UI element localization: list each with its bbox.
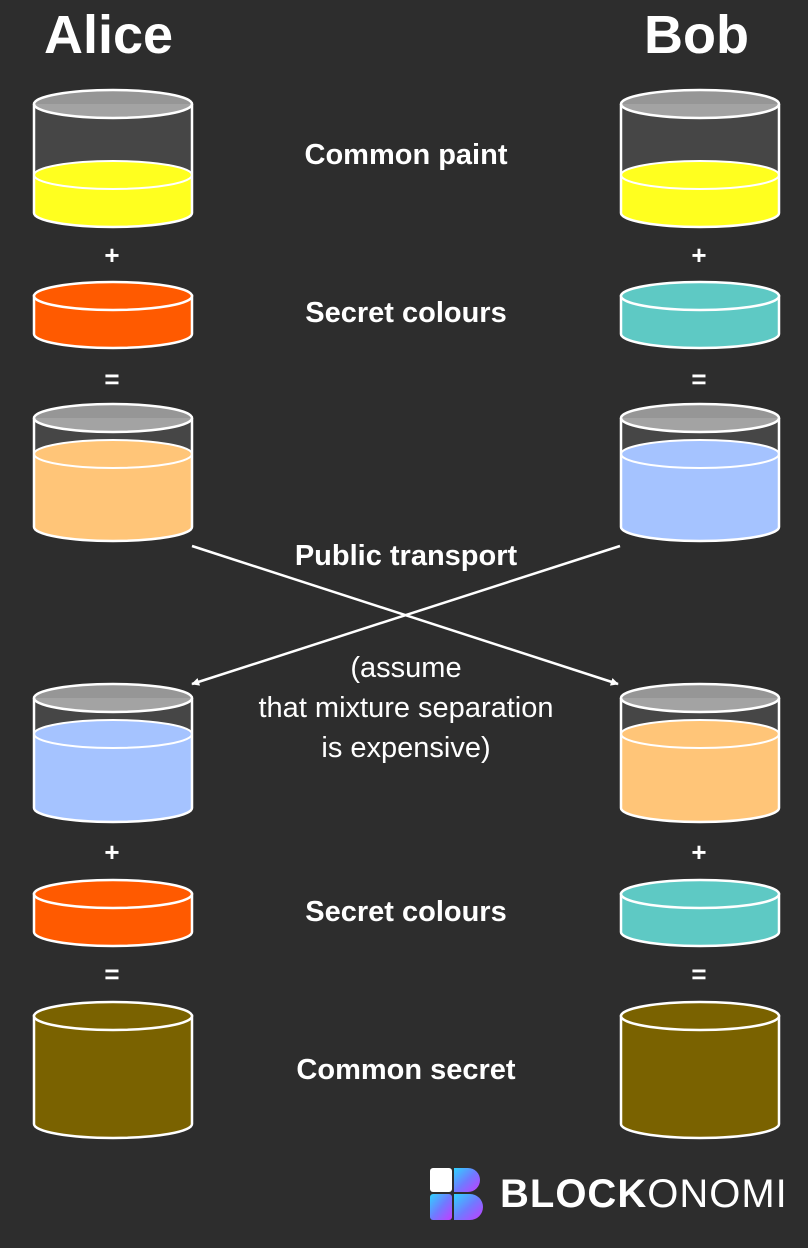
label-common-secret: Common secret	[296, 1054, 516, 1086]
label-public-transport: Public transport	[294, 540, 518, 572]
alice-common-paint-beaker	[32, 88, 194, 229]
arrow-bob-to-alice	[191, 544, 621, 686]
alice-received-mixture-beaker	[32, 682, 194, 824]
bob-equals-2: =	[691, 959, 707, 989]
alice-equals-1: =	[104, 364, 120, 394]
wordmark-onomi: ONOMI	[647, 1172, 788, 1216]
bob-equals-1: =	[691, 364, 707, 394]
wordmark-block: BLOCK	[500, 1172, 648, 1216]
bob-plus-2: +	[691, 837, 707, 867]
alice-plus-2: +	[104, 837, 120, 867]
note-line-2: that mixture separation	[258, 692, 554, 725]
bob-secret-colour-dish-2	[619, 878, 781, 948]
bob-title: Bob	[644, 5, 749, 65]
label-common-paint: Common paint	[304, 139, 508, 171]
blockonomi-wordmark: BLOCKONOMI	[500, 1174, 788, 1214]
blockonomi-logo-icon	[430, 1168, 483, 1220]
blockonomi-logo: BLOCKONOMI	[428, 1166, 787, 1222]
alice-equals-2: =	[104, 959, 120, 989]
label-secret-colours-1: Secret colours	[305, 297, 507, 329]
alice-secret-colour-dish-2	[32, 878, 194, 948]
alice-mixture-beaker	[32, 402, 194, 543]
bob-common-secret-beaker	[619, 1000, 781, 1140]
alice-title: Alice	[44, 5, 174, 65]
label-secret-colours-2: Secret colours	[305, 896, 507, 928]
alice-secret-colour-dish	[32, 280, 194, 350]
bob-mixture-beaker	[619, 402, 781, 543]
bob-secret-colour-dish	[619, 280, 781, 350]
bob-common-paint-beaker	[619, 88, 781, 229]
expense-note: (assume that mixture separation is expen…	[220, 648, 592, 768]
note-line-1: (assume	[350, 652, 462, 684]
bob-received-mixture-beaker	[619, 682, 781, 824]
note-line-3: is expensive)	[321, 732, 491, 765]
bob-plus-1: +	[691, 240, 707, 270]
alice-plus-1: +	[104, 240, 120, 270]
alice-common-secret-beaker	[32, 1000, 194, 1140]
